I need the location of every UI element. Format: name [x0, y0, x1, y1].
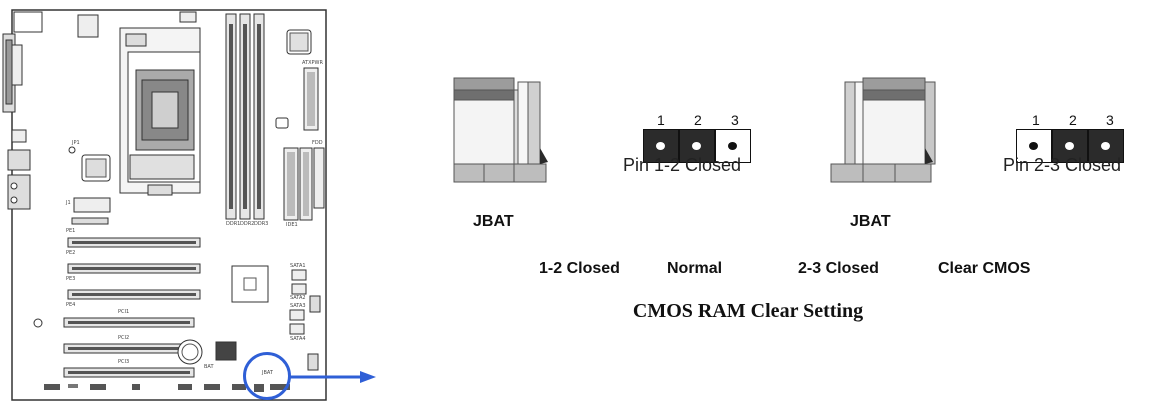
jumper-cap-2-3-illustration — [830, 77, 936, 183]
battery-label: BAT — [204, 364, 214, 370]
pointer-arrow-icon — [288, 371, 376, 383]
pin-dot — [728, 142, 737, 150]
ide1-label: IDE1 — [286, 222, 298, 228]
j1-label: J1 — [66, 200, 71, 206]
pin-dot — [692, 142, 701, 150]
left-pin-1 — [643, 129, 679, 163]
right-jumper-mode: Clear CMOS — [938, 260, 1031, 277]
jumper-cap-1-2-illustration — [453, 77, 548, 183]
right-pin-number-3: 3 — [1106, 112, 1114, 128]
atx-label: ATXPWR — [302, 60, 323, 66]
left-pin-2 — [679, 129, 715, 163]
left-pin-caption: Pin 1-2 Closed — [623, 155, 742, 175]
sata1-label: SATA1 — [290, 263, 306, 269]
motherboard-diagram: JP1 J1 PE1 PE2 PE3 PE4 PCI1 PCI2 PCI3 SA… — [0, 0, 340, 402]
right-pin-1 — [1016, 129, 1052, 163]
dimm3-label: DDR3 — [254, 221, 269, 227]
right-pin-number-1: 1 — [1032, 112, 1040, 128]
fdd-label: FDD — [312, 140, 323, 146]
right-pin-2 — [1052, 129, 1088, 163]
left-pin-number-2: 2 — [694, 112, 702, 128]
right-pin-number-2: 2 — [1069, 112, 1077, 128]
jbat-highlight-circle — [243, 352, 291, 400]
pe3-label: PE3 — [66, 276, 76, 282]
right-jumper-state: 2-3 Closed — [798, 260, 879, 277]
left-pin-3 — [715, 129, 751, 163]
pci1-label: PCI1 — [118, 309, 130, 315]
left-jumper-mode: Normal — [667, 260, 723, 277]
right-pin-3 — [1088, 129, 1124, 163]
sata3-label: SATA3 — [290, 303, 306, 309]
pin-dot — [1029, 142, 1038, 150]
pe4-label: PE4 — [66, 302, 76, 308]
sata2-label: SATA2 — [290, 295, 306, 301]
pci2-label: PCI2 — [118, 335, 130, 341]
left-jumper-state: 1-2 Closed — [539, 260, 620, 277]
right-jumper-name: JBAT — [850, 213, 891, 230]
pe1-label: PE1 — [66, 228, 76, 234]
pin-dot — [656, 142, 665, 150]
left-jumper-name: JBAT — [473, 213, 514, 230]
dimm2-label: DDR2 — [240, 221, 255, 227]
left-pin-number-1: 1 — [657, 112, 665, 128]
sata4-label: SATA4 — [290, 336, 306, 342]
pci3-label: PCI3 — [118, 359, 130, 365]
pin-dot — [1065, 142, 1074, 150]
pin-dot — [1101, 142, 1110, 150]
diagram-title: CMOS RAM Clear Setting — [632, 300, 864, 322]
left-pin-number-3: 3 — [731, 112, 739, 128]
pe2-label: PE2 — [66, 250, 76, 256]
right-pin-caption: Pin 2-3 Closed — [1003, 155, 1122, 175]
jp1-label: JP1 — [72, 140, 80, 146]
dimm1-label: DDR1 — [226, 221, 241, 227]
